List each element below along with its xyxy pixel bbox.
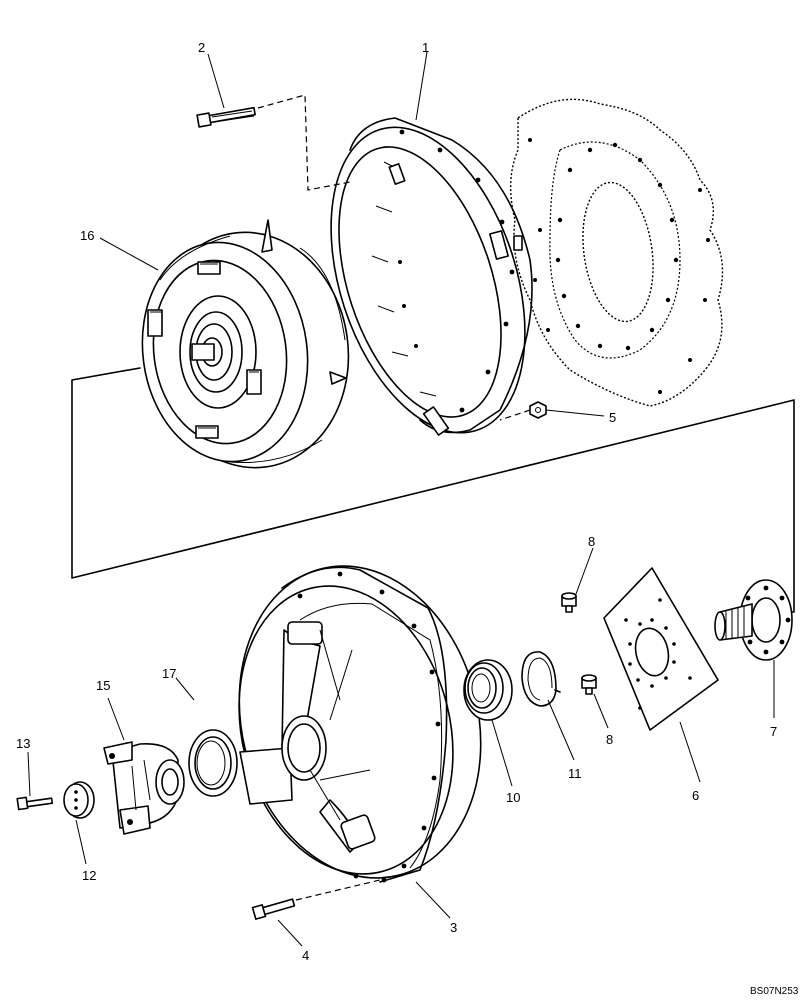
callout-2: 2 — [198, 40, 205, 55]
nut-5 — [529, 401, 547, 419]
callout-labels: 1 2 3 4 5 6 7 8 8 10 11 12 13 15 16 17 — [16, 40, 777, 963]
callout-4: 4 — [302, 948, 309, 963]
nut-5-insertion-line — [499, 409, 531, 421]
callout-16: 16 — [80, 228, 94, 243]
output-shaft — [714, 579, 793, 661]
callout-12: 12 — [82, 868, 96, 883]
adapter-housing-ring — [330, 117, 533, 436]
callout-7: 7 — [770, 724, 777, 739]
bearing — [463, 659, 513, 721]
drawing-reference-code: BS07N253 — [750, 986, 799, 997]
bolt-4 — [251, 898, 296, 920]
engine-flywheel-housing — [509, 98, 724, 407]
callout-3: 3 — [450, 920, 457, 935]
callout-17: 17 — [162, 666, 176, 681]
seal-ring — [188, 729, 238, 797]
torque-converter — [141, 219, 350, 469]
callout-10: 10 — [506, 790, 520, 805]
callout-11: 11 — [568, 766, 582, 781]
callout-15: 15 — [96, 678, 110, 693]
callout-5: 5 — [609, 410, 616, 425]
assembly-connection-line — [71, 367, 795, 613]
snap-ring — [521, 651, 561, 707]
callout-13: 13 — [16, 736, 30, 751]
bolt-4-insertion-line — [295, 879, 381, 901]
bolt-2-insertion-line — [257, 94, 351, 191]
cap-screw-8-top — [561, 592, 577, 613]
callout-8-bottom: 8 — [606, 732, 613, 747]
bell-housing — [238, 565, 482, 883]
callout-1: 1 — [422, 40, 429, 55]
callout-8-top: 8 — [588, 534, 595, 549]
drive-yoke — [103, 741, 185, 835]
bolt-2 — [196, 106, 256, 128]
bolt-13 — [16, 796, 54, 811]
callout-6: 6 — [692, 788, 699, 803]
gasket-plate — [603, 567, 719, 731]
retaining-washer — [63, 781, 95, 819]
cap-screw-8-bottom — [581, 674, 597, 695]
leader-lines — [27, 51, 775, 947]
